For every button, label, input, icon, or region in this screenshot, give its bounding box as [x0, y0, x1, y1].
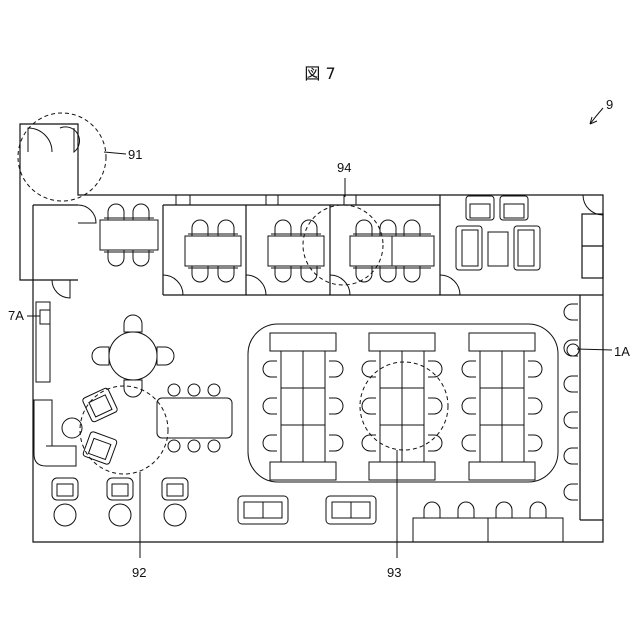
reference-label-92: 92: [132, 565, 146, 580]
leader-line-91: [104, 152, 126, 154]
reference-label-91: 91: [128, 147, 142, 162]
bottom-sofas: [238, 496, 376, 524]
zone-91-entrance: [18, 113, 106, 201]
meeting-room-1-table: [185, 220, 241, 282]
reference-label-1a: 1A: [614, 344, 630, 359]
zone-94-meeting: [303, 205, 383, 285]
figure-title: 図 7: [304, 64, 335, 83]
desk-chair-3-l2: [462, 398, 476, 414]
desk-chair-1-r3: [329, 435, 343, 451]
round-table: [92, 315, 174, 397]
desk-chair-3-r1: [528, 361, 542, 377]
booth-seats-1a: [564, 304, 579, 500]
desk-chair-2-r3: [428, 435, 442, 451]
entrance-door-left: [28, 128, 52, 152]
zone-circles: [18, 113, 448, 474]
desk-chair-2-l3: [362, 435, 376, 451]
meeting-room-3-table: [350, 220, 434, 282]
desk-chair-3-l3: [462, 435, 476, 451]
desk-chair-3-r2: [528, 398, 542, 414]
leader-line-1a: [577, 349, 612, 350]
desk-chair-2-l2: [362, 398, 376, 414]
meeting-room-2-table: [268, 220, 324, 282]
armchairs: [62, 387, 118, 465]
open-workspace-area: [248, 324, 558, 482]
cabinet-7a: [36, 302, 50, 382]
reference-label-93: 93: [387, 565, 401, 580]
desk-island-1: [270, 333, 336, 480]
desk-chair-3-l1: [462, 361, 476, 377]
desk-chair-1-l1: [263, 361, 277, 377]
zone-92-lounge: [80, 386, 168, 474]
device-7a: [40, 310, 50, 324]
desk-chair-1-r2: [329, 398, 343, 414]
desk-chair-3-r3: [528, 435, 542, 451]
meeting-table-small: [100, 204, 158, 266]
reference-label-7a: 7A: [8, 308, 24, 323]
zone-93-workspace: [360, 362, 448, 450]
counter-bench: [413, 502, 563, 542]
desk-chair-1-r1: [329, 361, 343, 377]
entrance-door-right: [60, 127, 80, 152]
desk-chair-2-r2: [428, 398, 442, 414]
desk-chair-1-l3: [263, 435, 277, 451]
desk-island-2: [369, 333, 435, 480]
desk-chair-1-l2: [263, 398, 277, 414]
reference-label-94: 94: [337, 160, 351, 175]
corner-sofa: [34, 400, 76, 466]
stools: [52, 478, 188, 526]
desk-island-3: [469, 333, 535, 480]
long-table: [157, 384, 232, 452]
desk-chair-2-l1: [362, 361, 376, 377]
lounge-sofa-set: [456, 196, 540, 270]
reference-label-9: 9: [606, 97, 613, 112]
